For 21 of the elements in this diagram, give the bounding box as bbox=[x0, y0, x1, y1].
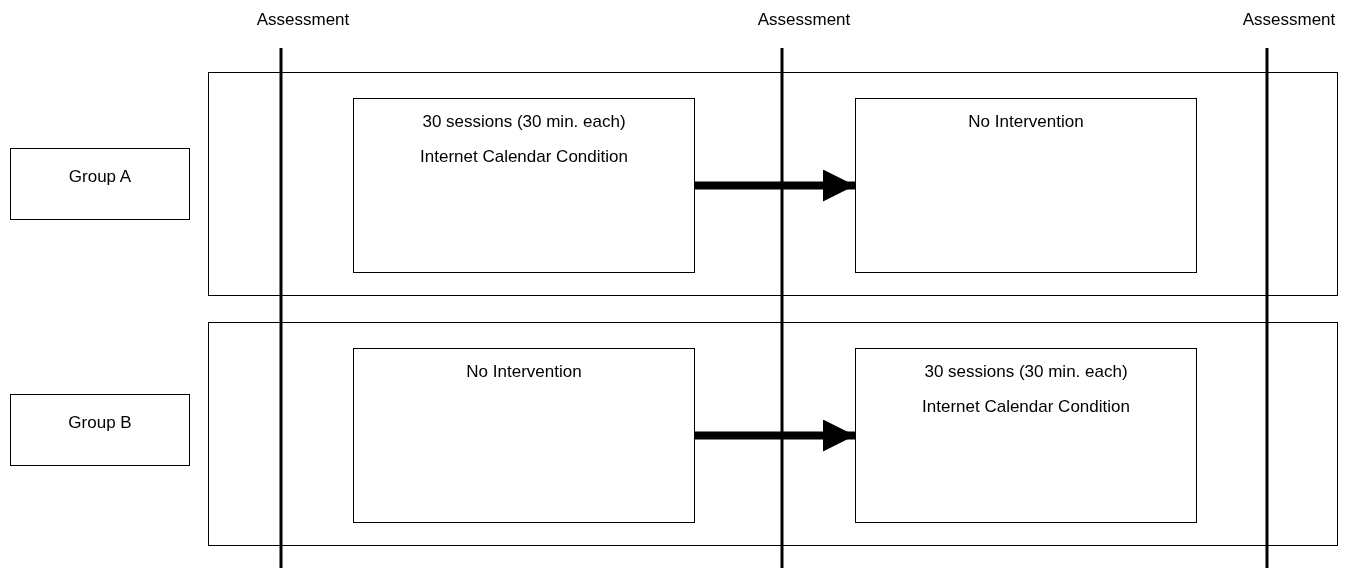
group-band bbox=[208, 322, 1338, 546]
arrow bbox=[695, 169, 855, 202]
condition-box bbox=[855, 348, 1197, 523]
condition-box bbox=[353, 348, 695, 523]
condition-box bbox=[855, 98, 1197, 273]
arrow bbox=[695, 419, 855, 452]
node-text: Group A bbox=[68, 166, 132, 188]
assessment-label: Assessment bbox=[757, 10, 851, 30]
node-text: 30 sessions (30 min. each) bbox=[421, 111, 627, 133]
node-text: Group B bbox=[68, 412, 132, 434]
node-text: 30 sessions (30 min. each) bbox=[923, 361, 1129, 383]
node-text: Internet Calendar Condition bbox=[419, 146, 629, 168]
group-box bbox=[10, 394, 190, 466]
node-text: No Intervention bbox=[465, 361, 583, 383]
group-band bbox=[208, 72, 1338, 296]
node-text: Internet Calendar Condition bbox=[921, 396, 1131, 418]
assessment-label: Assessment bbox=[1242, 10, 1336, 30]
condition-box bbox=[353, 98, 695, 273]
group-box bbox=[10, 148, 190, 220]
assessment-label: Assessment bbox=[256, 10, 350, 30]
node-text: No Intervention bbox=[967, 111, 1085, 133]
